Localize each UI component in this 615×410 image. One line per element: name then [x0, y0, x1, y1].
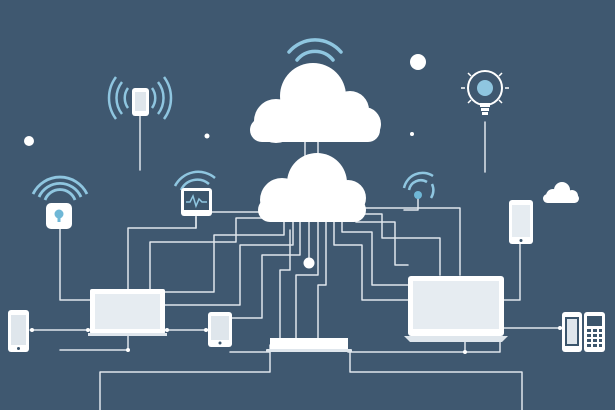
junction-dot — [86, 328, 90, 332]
signal-waves-icon — [173, 170, 216, 191]
wire — [279, 229, 291, 339]
wire — [499, 243, 521, 301]
junction-dot — [30, 328, 34, 332]
wire — [347, 339, 501, 353]
wire — [355, 221, 409, 266]
wire — [349, 213, 441, 276]
smartphone-icon — [132, 88, 149, 116]
laptop-icon — [88, 289, 167, 336]
upper-cloud-icon — [250, 63, 381, 143]
wire — [349, 351, 523, 410]
signal-waves-icon — [31, 175, 89, 201]
network-nodes — [24, 54, 562, 354]
sensor-icon — [414, 191, 422, 199]
wire — [355, 207, 461, 276]
decor-dot — [204, 133, 210, 139]
connection-lines — [29, 115, 563, 410]
smartphone-icon — [208, 312, 232, 347]
wire — [317, 219, 327, 339]
decor-dot — [24, 136, 34, 146]
smart-lock-icon — [46, 203, 72, 229]
lower-cloud-icon — [258, 153, 366, 222]
wire — [149, 217, 277, 291]
wire — [333, 219, 409, 301]
wire — [295, 219, 319, 339]
wire — [403, 197, 419, 211]
wire — [231, 219, 301, 319]
signal-waves-icon — [107, 76, 173, 120]
smartphone-icon — [8, 310, 29, 352]
wire — [99, 344, 271, 410]
decor-dot — [410, 132, 414, 136]
wire — [164, 219, 294, 306]
wire — [164, 219, 285, 293]
junction-dot — [500, 326, 504, 330]
smartphone-icon — [562, 312, 582, 352]
laptop-icon — [404, 276, 508, 342]
hub-node — [303, 257, 315, 269]
laptop-icon — [266, 338, 352, 352]
small-cloud-icon — [543, 182, 579, 203]
smart-thermostat-icon — [181, 188, 212, 216]
junction-dot — [165, 328, 169, 332]
junction-dot — [558, 326, 562, 330]
feature-phone-icon — [584, 312, 605, 352]
wire — [59, 227, 91, 301]
wire — [341, 219, 409, 286]
junction-dot — [204, 328, 208, 332]
junction-dot — [463, 350, 467, 354]
signal-waves-icon — [402, 171, 435, 199]
wifi-icon — [287, 38, 343, 62]
smart-bulb-icon — [461, 70, 509, 115]
junction-dot — [126, 348, 130, 352]
smartphone-icon — [509, 200, 533, 244]
decor-dot — [410, 54, 426, 70]
